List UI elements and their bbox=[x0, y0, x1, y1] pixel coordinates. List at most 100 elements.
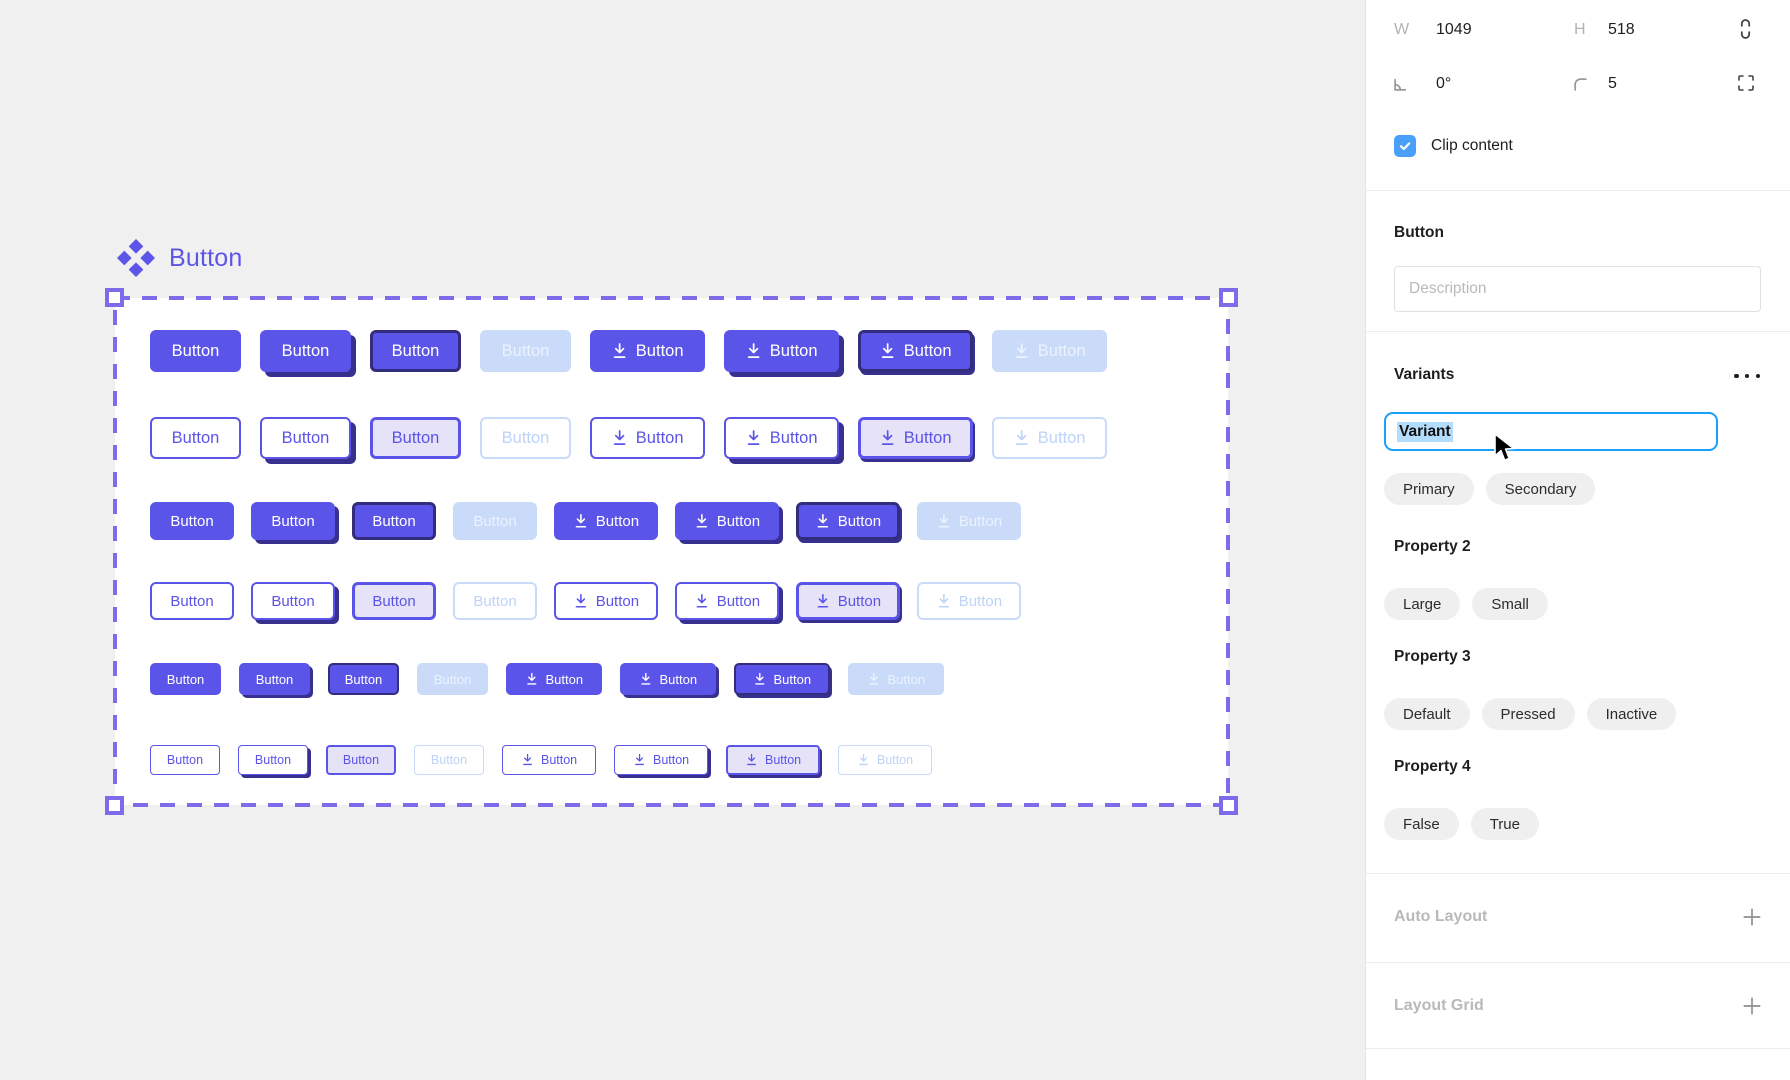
description-input[interactable] bbox=[1394, 266, 1761, 312]
auto-layout-section: Auto Layout bbox=[1394, 906, 1763, 928]
property-value-pill-large[interactable]: Large bbox=[1384, 588, 1461, 620]
divider bbox=[1366, 331, 1790, 332]
button-variant-filled-md-icon-disabled[interactable]: Button bbox=[917, 502, 1021, 540]
property-name-property-3[interactable]: Property 3 bbox=[1394, 648, 1471, 665]
button-variant-filled-md-icon-pressed[interactable]: Button bbox=[796, 502, 900, 540]
button-variant-filled-md-pressed[interactable]: Button bbox=[352, 502, 436, 540]
add-layout-grid-icon[interactable] bbox=[1741, 995, 1763, 1017]
property-value-pill-default[interactable]: Default bbox=[1384, 698, 1470, 730]
add-auto-layout-icon[interactable] bbox=[1741, 906, 1763, 928]
rotation-field[interactable]: 0° bbox=[1436, 75, 1452, 92]
button-variant-outline-md-icon-shadow[interactable]: Button bbox=[675, 582, 779, 620]
button-variant-filled-sm-icon-pressed[interactable]: Button bbox=[734, 663, 830, 695]
button-label: Button bbox=[473, 512, 517, 530]
button-variant-outline-xs-shadow[interactable]: Button bbox=[238, 745, 308, 775]
button-variant-outline-lg-shadow[interactable]: Button bbox=[260, 417, 351, 459]
button-variant-outline-md-icon-disabled[interactable]: Button bbox=[917, 582, 1021, 620]
button-variant-filled-lg-icon-shadow[interactable]: Button bbox=[724, 330, 839, 372]
height-field[interactable]: 518 bbox=[1608, 21, 1635, 38]
selection-handle-bottom-left[interactable] bbox=[105, 796, 124, 815]
selection-handle-top-right[interactable] bbox=[1219, 288, 1238, 307]
width-field[interactable]: 1049 bbox=[1436, 21, 1472, 38]
variants-options-icon[interactable] bbox=[1734, 368, 1760, 384]
button-variant-filled-sm-icon-default[interactable]: Button bbox=[506, 663, 602, 695]
button-variant-filled-lg-icon-pressed[interactable]: Button bbox=[858, 330, 973, 372]
property-name-property-4[interactable]: Property 4 bbox=[1394, 758, 1471, 775]
button-variant-filled-sm-shadow[interactable]: Button bbox=[239, 663, 310, 695]
button-variant-outline-md-disabled[interactable]: Button bbox=[453, 582, 537, 620]
property-value-pill-true[interactable]: True bbox=[1470, 808, 1539, 840]
button-variant-filled-lg-icon-default[interactable]: Button bbox=[590, 330, 705, 372]
button-variant-outline-lg-icon-shadow[interactable]: Button bbox=[724, 417, 839, 459]
button-variant-outline-lg-pressed[interactable]: Button bbox=[370, 417, 461, 459]
button-variant-filled-md-icon-shadow[interactable]: Button bbox=[675, 502, 779, 540]
button-variant-outline-xs-disabled[interactable]: Button bbox=[414, 745, 484, 775]
button-variant-outline-lg-default[interactable]: Button bbox=[150, 417, 241, 459]
constrain-proportions-icon[interactable] bbox=[1736, 17, 1755, 41]
independent-corners-icon[interactable] bbox=[1736, 73, 1756, 93]
button-label: Button bbox=[433, 671, 472, 687]
button-label: Button bbox=[837, 512, 882, 530]
button-variant-filled-sm-default[interactable]: Button bbox=[150, 663, 221, 695]
property-values-row: False True bbox=[1384, 808, 1764, 840]
component-set-title[interactable]: Button bbox=[116, 238, 242, 278]
button-variant-outline-md-default[interactable]: Button bbox=[150, 582, 234, 620]
button-label: Button bbox=[958, 592, 1003, 610]
button-label: Button bbox=[652, 753, 690, 767]
height-label: H bbox=[1574, 21, 1586, 38]
button-variant-filled-lg-disabled[interactable]: Button bbox=[480, 330, 571, 372]
button-variant-outline-lg-icon-default[interactable]: Button bbox=[590, 417, 705, 459]
property-value-pill-pressed[interactable]: Pressed bbox=[1481, 698, 1575, 730]
button-variant-filled-sm-pressed[interactable]: Button bbox=[328, 663, 399, 695]
button-variant-outline-xs-pressed[interactable]: Button bbox=[326, 745, 396, 775]
button-variant-filled-sm-icon-disabled[interactable]: Button bbox=[848, 663, 944, 695]
button-label: Button bbox=[501, 341, 550, 360]
button-variant-outline-xs-icon-disabled[interactable]: Button bbox=[838, 745, 932, 775]
clip-content-label: Clip content bbox=[1431, 137, 1513, 154]
property-name-property-2[interactable]: Property 2 bbox=[1394, 538, 1471, 555]
button-label: Button bbox=[837, 592, 882, 610]
button-label: Button bbox=[281, 428, 330, 447]
property-value-pill-false[interactable]: False bbox=[1384, 808, 1459, 840]
divider bbox=[1366, 873, 1790, 874]
button-variant-filled-sm-disabled[interactable]: Button bbox=[417, 663, 488, 695]
button-variant-filled-md-disabled[interactable]: Button bbox=[453, 502, 537, 540]
button-variant-outline-lg-icon-disabled[interactable]: Button bbox=[992, 417, 1107, 459]
button-variant-filled-lg-shadow[interactable]: Button bbox=[260, 330, 351, 372]
button-variant-outline-md-shadow[interactable]: Button bbox=[251, 582, 335, 620]
button-variant-outline-md-icon-default[interactable]: Button bbox=[554, 582, 658, 620]
button-variant-filled-md-icon-default[interactable]: Button bbox=[554, 502, 658, 540]
selection-handle-top-left[interactable] bbox=[105, 288, 124, 307]
button-label: Button bbox=[166, 753, 204, 767]
variant-value-pill-primary[interactable]: Primary bbox=[1384, 473, 1474, 505]
download-icon bbox=[748, 430, 760, 446]
download-icon bbox=[755, 673, 765, 685]
button-variant-outline-xs-icon-shadow[interactable]: Button bbox=[614, 745, 708, 775]
property-value-pill-small[interactable]: Small bbox=[1472, 588, 1548, 620]
button-variant-outline-xs-default[interactable]: Button bbox=[150, 745, 220, 775]
button-variant-filled-lg-pressed[interactable]: Button bbox=[370, 330, 461, 372]
button-variant-filled-lg-default[interactable]: Button bbox=[150, 330, 241, 372]
variant-property-name-input[interactable]: Variant bbox=[1384, 412, 1718, 451]
variant-value-pill-secondary[interactable]: Secondary bbox=[1485, 473, 1596, 505]
button-variant-outline-md-icon-pressed[interactable]: Button bbox=[796, 582, 900, 620]
button-variant-outline-md-pressed[interactable]: Button bbox=[352, 582, 436, 620]
button-row-filled-md: Button Button Button Button Button Button B… bbox=[150, 502, 1021, 540]
button-variant-outline-xs-icon-default[interactable]: Button bbox=[502, 745, 596, 775]
selection-handle-bottom-right[interactable] bbox=[1219, 796, 1238, 815]
button-variant-filled-lg-icon-disabled[interactable]: Button bbox=[992, 330, 1107, 372]
button-variant-outline-xs-icon-pressed[interactable]: Button bbox=[726, 745, 820, 775]
download-icon bbox=[817, 514, 829, 528]
button-variant-filled-md-default[interactable]: Button bbox=[150, 502, 234, 540]
clip-content-checkbox[interactable] bbox=[1394, 135, 1416, 157]
button-variant-filled-sm-icon-shadow[interactable]: Button bbox=[620, 663, 716, 695]
property-value-pill-inactive[interactable]: Inactive bbox=[1586, 698, 1677, 730]
layout-grid-label: Layout Grid bbox=[1394, 997, 1484, 1014]
button-variant-outline-lg-disabled[interactable]: Button bbox=[480, 417, 571, 459]
button-variant-outline-lg-icon-pressed[interactable]: Button bbox=[858, 417, 973, 459]
corner-radius-field[interactable]: 5 bbox=[1608, 75, 1617, 92]
button-variant-filled-md-shadow[interactable]: Button bbox=[251, 502, 335, 540]
